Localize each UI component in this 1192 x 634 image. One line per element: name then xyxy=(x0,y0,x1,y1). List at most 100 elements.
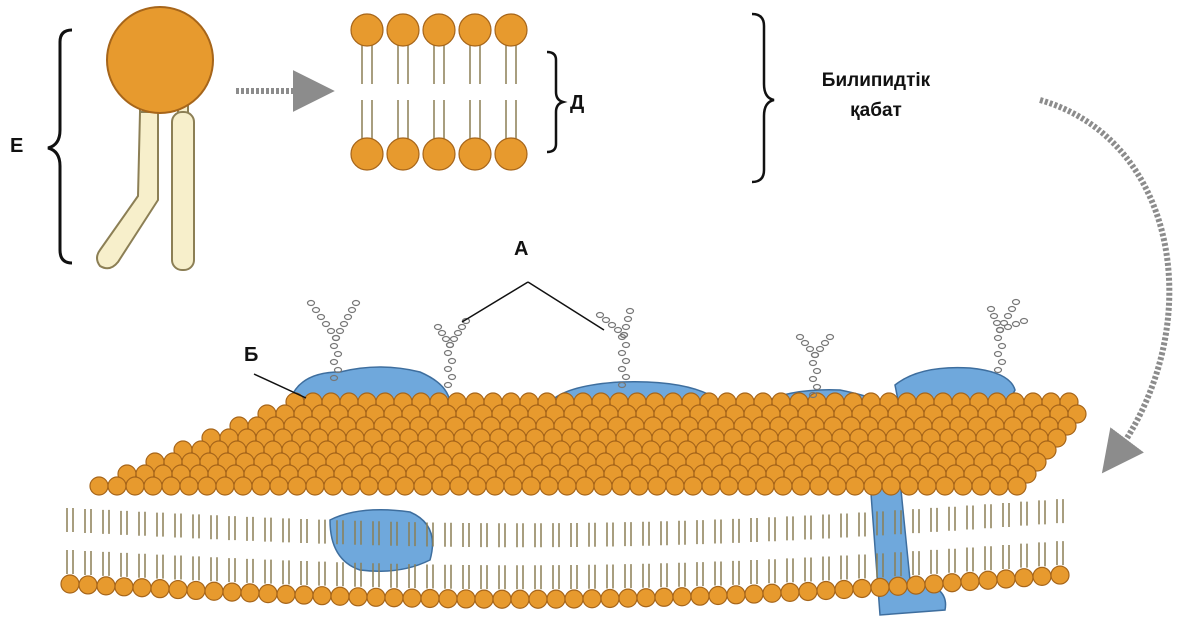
lipid-head xyxy=(702,477,720,495)
lipid-tail xyxy=(787,516,793,540)
bracket-bilayer xyxy=(752,14,774,182)
lipid-head xyxy=(871,578,889,596)
lipid-tail xyxy=(751,560,757,584)
membrane-icon xyxy=(61,300,1086,616)
lipid-head xyxy=(666,477,684,495)
lipid-head xyxy=(673,588,691,606)
lipid-head xyxy=(259,585,277,603)
lipid-tail xyxy=(1003,503,1009,527)
lipid-head xyxy=(943,574,961,592)
lipid-head xyxy=(684,477,702,495)
lipid-tail xyxy=(283,560,289,584)
lipid-head xyxy=(997,570,1015,588)
lipid-head xyxy=(961,572,979,590)
lipid-head xyxy=(853,579,871,597)
lipid-head xyxy=(432,477,450,495)
lipid-tail xyxy=(283,518,289,542)
lipid-head xyxy=(691,587,709,605)
lipid-head xyxy=(61,575,79,593)
lipid-tail xyxy=(463,565,469,589)
lipid-tail xyxy=(913,551,919,575)
lipid-tail xyxy=(1057,499,1063,523)
lipid-head xyxy=(882,477,900,495)
lipid-head xyxy=(468,477,486,495)
lipid-head xyxy=(198,477,216,495)
lipid-tail xyxy=(769,517,775,541)
lipid-tail xyxy=(67,550,73,574)
lipid-head xyxy=(612,477,630,495)
lipid-head xyxy=(234,477,252,495)
lipid-tail xyxy=(643,522,649,546)
lipid-head xyxy=(90,477,108,495)
lipid-tail xyxy=(949,549,955,573)
lipid-head xyxy=(540,477,558,495)
lipid-tail xyxy=(265,560,271,584)
lipid-head xyxy=(414,477,432,495)
lipid-head xyxy=(342,477,360,495)
lipid-head xyxy=(187,581,205,599)
lipid-head xyxy=(403,589,421,607)
lipid-tail xyxy=(931,550,937,574)
lipid-head xyxy=(781,583,799,601)
lipid-head xyxy=(727,586,745,604)
glycan-icon xyxy=(988,300,1028,373)
lipid-tail xyxy=(1057,541,1063,565)
lipid-tail xyxy=(553,523,559,547)
lipid-head xyxy=(270,477,288,495)
lipid-head xyxy=(385,589,403,607)
lipid-tail xyxy=(265,518,271,542)
lipid-tail xyxy=(931,508,937,532)
label-d: Д xyxy=(570,92,584,115)
lipid-head xyxy=(594,477,612,495)
lipid-head xyxy=(720,477,738,495)
lipid-head xyxy=(423,138,455,170)
lipid-tail xyxy=(805,515,811,539)
lipid-tail xyxy=(103,510,109,534)
lipid-tail xyxy=(157,513,163,537)
lipid-tail xyxy=(517,565,523,589)
glycan-icon xyxy=(308,301,360,381)
lipid-tail xyxy=(949,507,955,531)
lipid-head xyxy=(495,14,527,46)
lipid-tail xyxy=(823,515,829,539)
lipid-head xyxy=(493,590,511,608)
lipid-head xyxy=(504,477,522,495)
label-bilayer-line1: Билипидтік xyxy=(796,66,956,96)
lipid-head xyxy=(1008,477,1026,495)
lipid-tail xyxy=(445,523,451,547)
lipid-tail xyxy=(859,512,865,536)
label-bilayer: Билипидтік қабат xyxy=(796,66,956,126)
lipid-tail xyxy=(823,557,829,581)
lipid-tail xyxy=(697,562,703,586)
lipid-tail xyxy=(571,565,577,589)
lipid-tail xyxy=(139,512,145,536)
lipid-head xyxy=(1015,569,1033,587)
lipid-head xyxy=(351,14,383,46)
lipid-head xyxy=(756,477,774,495)
lipid-tail xyxy=(445,565,451,589)
glycan-icon xyxy=(797,335,834,398)
lipid-head xyxy=(565,590,583,608)
lipid-tail xyxy=(733,519,739,543)
lipid-head xyxy=(763,584,781,602)
lipid-tail xyxy=(1039,542,1045,566)
lipid-tail xyxy=(841,514,847,538)
lipid-head xyxy=(990,477,1008,495)
lipid-head xyxy=(637,589,655,607)
lipid-head xyxy=(97,577,115,595)
lipid-tail xyxy=(535,523,541,547)
lipid-tail xyxy=(157,555,163,579)
lipid-tail xyxy=(625,564,631,588)
lipid-head xyxy=(738,477,756,495)
lipid-tail xyxy=(301,519,307,543)
lipid-head xyxy=(558,477,576,495)
lipid-head xyxy=(216,477,234,495)
lipid-tail xyxy=(985,504,991,528)
lipid-head xyxy=(846,477,864,495)
lipid-head xyxy=(180,477,198,495)
lipid-head xyxy=(979,571,997,589)
lipid-head xyxy=(630,477,648,495)
lipid-tail xyxy=(589,565,595,589)
lipid-tail xyxy=(103,552,109,576)
